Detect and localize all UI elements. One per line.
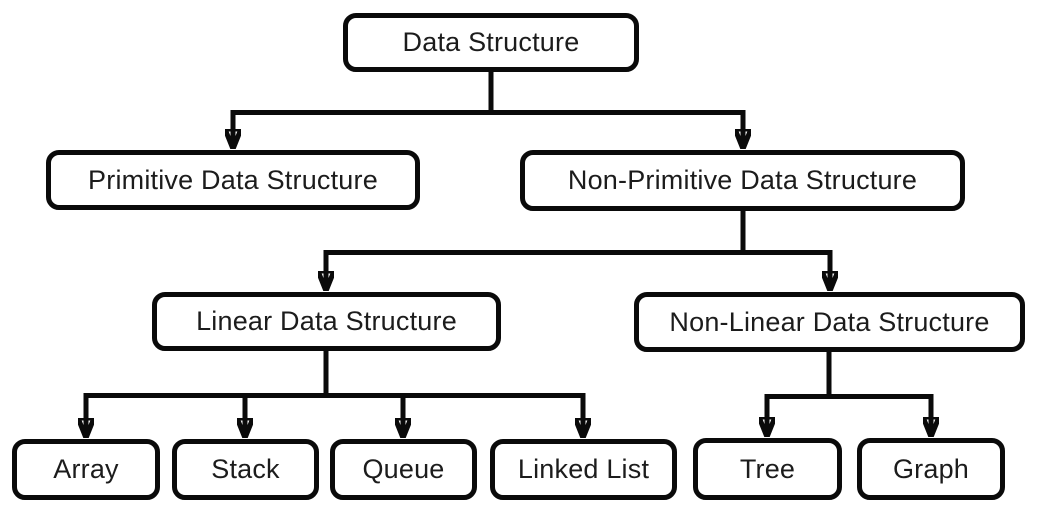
- node-linked-list: Linked List: [490, 439, 677, 500]
- node-linear-data-structure: Linear Data Structure: [152, 292, 501, 351]
- node-array: Array: [12, 439, 160, 500]
- node-label: Non-Linear Data Structure: [669, 306, 990, 337]
- node-label: Stack: [211, 454, 280, 484]
- node-non-linear-data-structure: Non-Linear Data Structure: [634, 292, 1025, 352]
- edge-group-linear-to-children: [84, 348, 586, 435]
- node-label: Linear Data Structure: [196, 306, 457, 336]
- edge-group-nonlinear-to-children: [765, 349, 934, 434]
- node-label: Linked List: [517, 454, 650, 484]
- node-label: Array: [53, 454, 119, 484]
- node-primitive-data-structure: Primitive Data Structure: [46, 150, 420, 210]
- node-data-structure: Data Structure: [343, 13, 639, 72]
- node-label: Non-Primitive Data Structure: [567, 165, 918, 195]
- node-graph: Graph: [857, 438, 1005, 500]
- node-stack: Stack: [172, 439, 319, 500]
- node-label: Tree: [739, 453, 796, 484]
- node-label: Graph: [892, 453, 970, 484]
- node-label: Queue: [362, 454, 445, 484]
- edge-group-root-to-level2: [231, 70, 746, 146]
- edge-group-nonprimitive-to-level3: [324, 208, 833, 288]
- node-label: Data Structure: [402, 27, 580, 57]
- node-label: Primitive Data Structure: [88, 164, 378, 195]
- node-tree: Tree: [693, 438, 842, 500]
- node-queue: Queue: [330, 439, 477, 500]
- node-non-primitive-data-structure: Non-Primitive Data Structure: [520, 150, 965, 211]
